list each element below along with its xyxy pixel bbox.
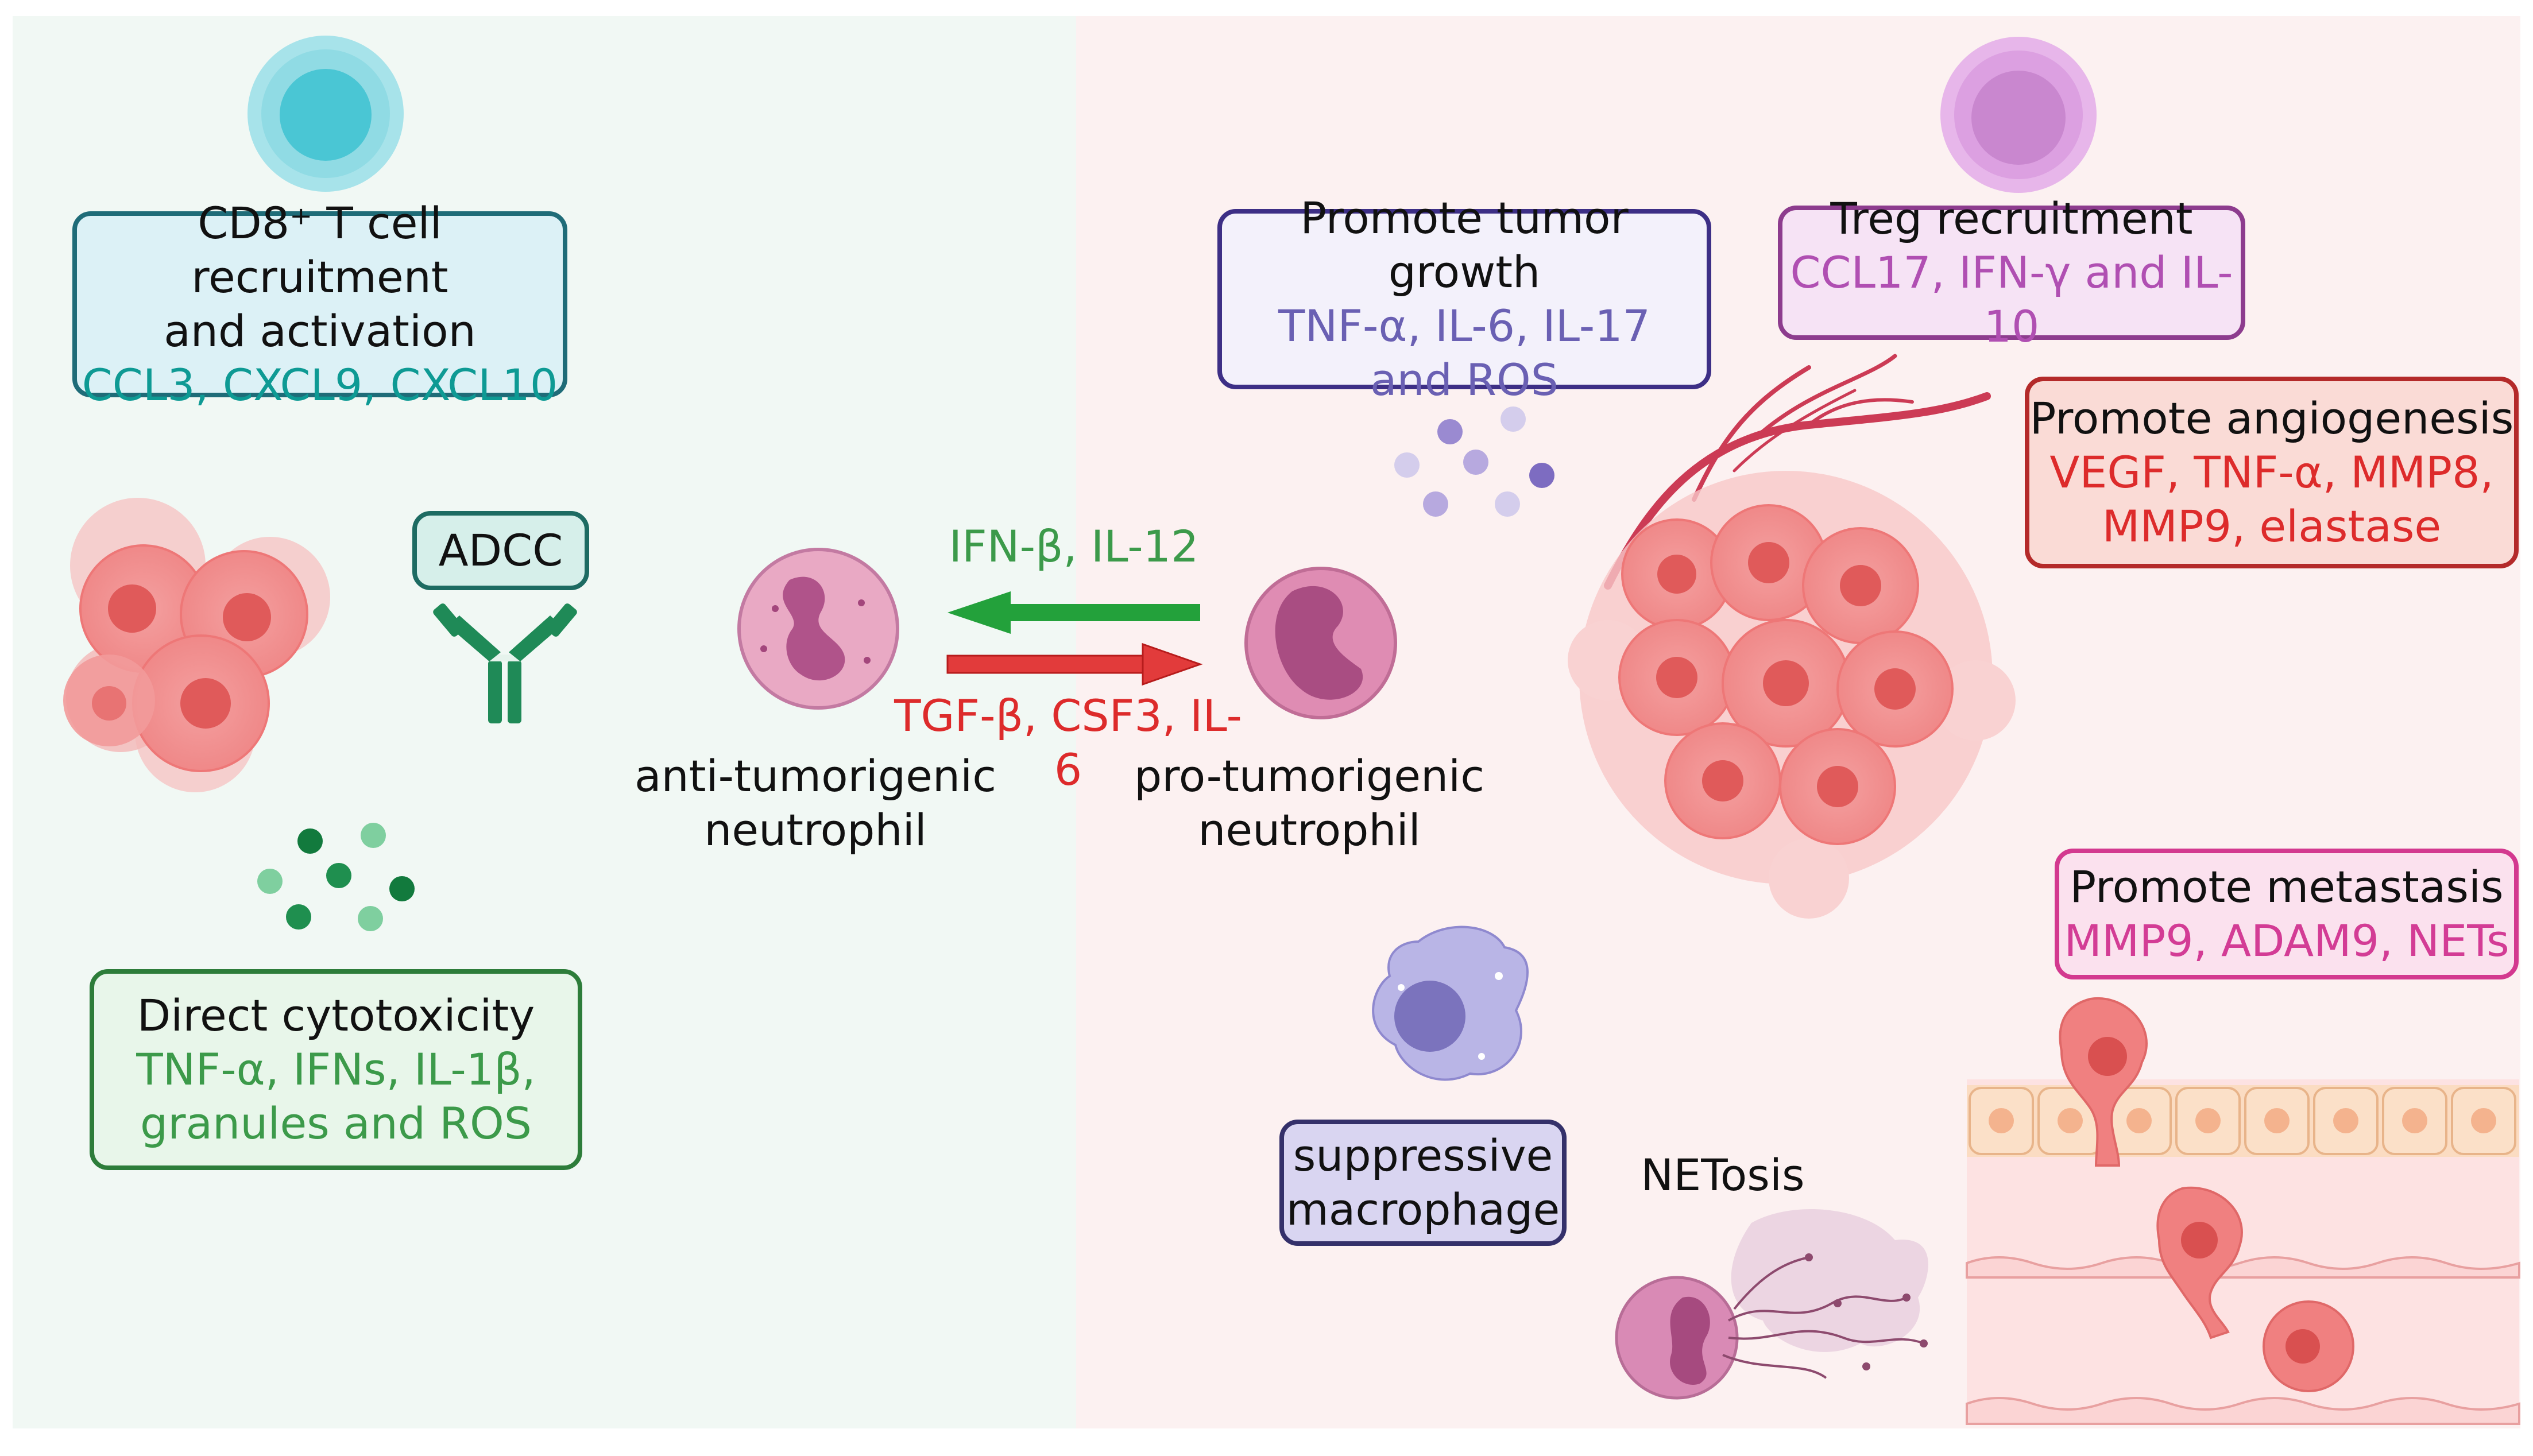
vessel-endothelium-icon xyxy=(1966,1079,2520,1425)
angiogenesis-factors-line1: VEGF, TNF-α, MMP8, xyxy=(2049,446,2494,498)
tumor-growth-box: Promote tumor growth TNF-α, IL-6, IL-17 … xyxy=(1217,192,1711,405)
arrow-to-pro-tumorigenic xyxy=(946,642,1203,686)
adcc-label: ADCC xyxy=(438,524,563,576)
treg-box-title: Treg recruitment xyxy=(1830,192,2193,244)
cytotoxicity-box-factors-line1: TNF-α, IFNs, IL-1β, xyxy=(136,1043,536,1095)
angiogenesis-box-title: Promote angiogenesis xyxy=(2029,392,2514,444)
angiogenesis-factors-line2: MMP9, elastase xyxy=(2102,501,2442,552)
cytotoxic-granules-icon xyxy=(257,823,415,931)
pro-tumorigenic-neutrophil-icon xyxy=(1244,567,1397,719)
pro-label-line1: pro-tumorigenic xyxy=(1134,750,1485,801)
cd8-t-cell-box: CD8⁺ T cell recruitment and activation C… xyxy=(72,198,567,411)
cytotoxicity-box-factors-line2: granules and ROS xyxy=(140,1098,532,1149)
cd8-box-factors: CCL3, CXCL9, CXCL10 xyxy=(82,359,558,411)
antibody-icon xyxy=(433,603,577,723)
angiogenesis-box: Promote angiogenesis VEGF, TNF-α, MMP8, … xyxy=(2025,377,2519,568)
cd8-box-title-line1: CD8⁺ T cell recruitment xyxy=(191,197,448,303)
metastasis-box-title: Promote metastasis xyxy=(2070,861,2504,912)
to-pro-signals-label: TGF-β, CSF3, IL-6 xyxy=(894,690,1242,796)
suppressive-macrophage-icon xyxy=(1372,926,1529,1081)
anti-label-line2: neutrophil xyxy=(704,804,927,856)
cd8-t-cell-icon xyxy=(248,36,404,192)
suppressive-macrophage-box: suppressive macrophage xyxy=(1279,1120,1567,1246)
arrow-to-anti-tumorigenic xyxy=(948,591,1200,634)
pro-tumorigenic-neutrophil-label: pro-tumorigenic neutrophil xyxy=(1126,749,1493,857)
treg-recruitment-box: Treg recruitment CCL17, IFN-γ and IL-10 xyxy=(1778,193,2245,352)
tumor-growth-cytokines-icon xyxy=(1394,406,1554,517)
anti-tumorigenic-neutrophil-label: anti-tumorigenic neutrophil xyxy=(620,749,1011,857)
macrophage-label-line2: macrophage xyxy=(1286,1184,1560,1235)
netosis-neutrophil-icon xyxy=(1615,1209,1928,1400)
primary-tumor-icon xyxy=(1568,471,2016,919)
adcc-box: ADCC xyxy=(412,511,589,590)
treg-box-factors: CCL17, IFN-γ and IL-10 xyxy=(1790,246,2233,353)
treg-cell-icon xyxy=(1940,37,2097,193)
pro-label-line2: neutrophil xyxy=(1198,804,1421,856)
anti-label-line1: anti-tumorigenic xyxy=(634,750,996,801)
tumor-growth-factors-line1: TNF-α, IL-6, IL-17 xyxy=(1278,300,1650,351)
left-tumor-cells-icon xyxy=(63,498,330,792)
cytotoxicity-box-title: Direct cytotoxicity xyxy=(137,989,535,1041)
anti-tumorigenic-neutrophil-icon xyxy=(737,548,899,710)
metastasis-box-factors: MMP9, ADAM9, NETs xyxy=(2064,915,2509,966)
tumor-growth-factors-line2: and ROS xyxy=(1370,354,1559,406)
tumor-growth-box-title: Promote tumor growth xyxy=(1300,192,1629,297)
to-anti-signals-label: IFN-β, IL-12 xyxy=(949,521,1199,572)
direct-cytotoxicity-box: Direct cytotoxicity TNF-α, IFNs, IL-1β, … xyxy=(90,969,582,1170)
metastasizing-tumor-cells-icon xyxy=(2059,997,2354,1392)
blood-vessel-icon xyxy=(1604,354,1991,590)
macrophage-label-line1: suppressive xyxy=(1293,1129,1553,1181)
cd8-box-title-line2: and activation xyxy=(164,305,476,357)
metastasis-box: Promote metastasis MMP9, ADAM9, NETs xyxy=(2055,849,2519,979)
netosis-label: NETosis xyxy=(1641,1149,1805,1201)
